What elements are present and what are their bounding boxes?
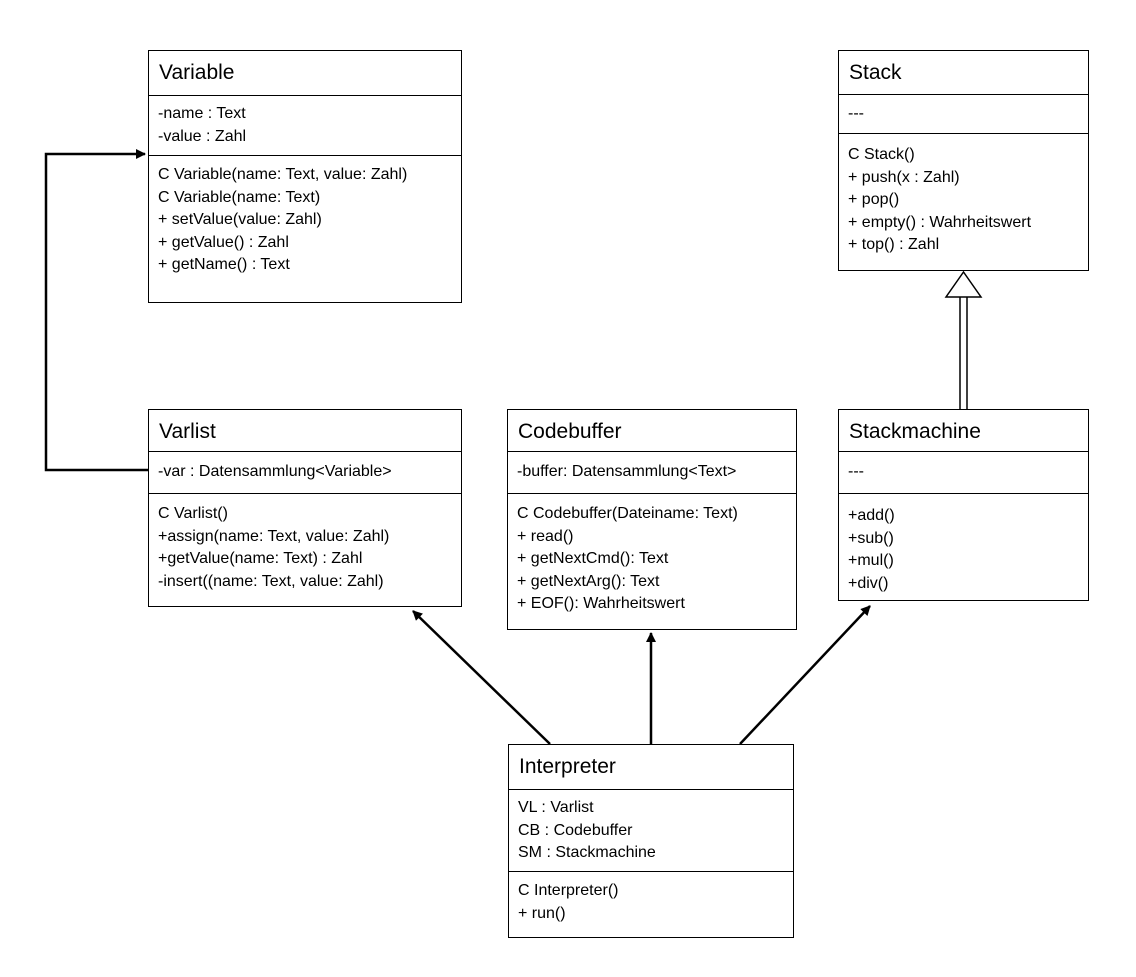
method: +getValue(name: Text) : Zahl: [158, 550, 363, 567]
method: +assign(name: Text, value: Zahl): [158, 527, 390, 545]
class-variable-name: Variable: [149, 51, 461, 96]
attribute: -buffer: Datensammlung<Text>: [517, 463, 737, 480]
method: + getName() : Text: [158, 256, 290, 273]
method: + pop(): [848, 191, 900, 208]
method: + read(): [517, 527, 574, 545]
method: C Varlist(): [158, 505, 228, 522]
method: + setValue(value: Zahl): [158, 211, 322, 228]
class-codebuffer[interactable]: Codebuffer -buffer: Datensammlung<Text> …: [507, 409, 797, 630]
method: + getNextArg(): Text: [517, 572, 660, 590]
class-codebuffer-name: Codebuffer: [508, 410, 796, 452]
method: -insert((name: Text, value: Zahl): [158, 572, 384, 590]
method: +add(): [848, 507, 895, 524]
interpreter-stackmachine-association: [739, 605, 871, 745]
class-interpreter[interactable]: Interpreter VL : Varlist CB : Codebuffer…: [508, 744, 794, 938]
method: + getValue() : Zahl: [158, 233, 289, 251]
class-varlist[interactable]: Varlist -var : Datensammlung<Variable> C…: [148, 409, 462, 607]
class-stack-name: Stack: [839, 51, 1088, 95]
attribute: SM : Stackmachine: [518, 844, 656, 861]
class-stackmachine-name: Stackmachine: [839, 410, 1088, 452]
class-stack-attributes: ---: [839, 95, 1088, 134]
attribute: VL : Varlist: [518, 799, 594, 816]
attribute: -value : Zahl: [158, 127, 247, 145]
class-variable-methods: C Variable(name: Text, value: Zahl) C Va…: [149, 156, 461, 277]
method: +mul(): [848, 552, 894, 569]
class-codebuffer-attributes: -buffer: Datensammlung<Text>: [508, 452, 796, 494]
attribute: ---: [848, 105, 864, 122]
method: +div(): [848, 574, 889, 592]
class-varlist-name: Varlist: [149, 410, 461, 452]
method: C Stack(): [848, 146, 915, 163]
class-variable-attributes: -name : Text -value : Zahl: [149, 96, 461, 156]
method: C Interpreter(): [518, 882, 619, 899]
class-variable[interactable]: Variable -name : Text -value : Zahl C Va…: [148, 50, 462, 303]
method: + push(x : Zahl): [848, 168, 960, 186]
attribute: CB : Codebuffer: [518, 821, 633, 839]
class-stackmachine-attributes: ---: [839, 452, 1088, 494]
method: C Variable(name: Text, value: Zahl): [158, 166, 408, 183]
class-interpreter-name: Interpreter: [509, 745, 793, 790]
class-stackmachine[interactable]: Stackmachine --- +add() +sub() +mul() +d…: [838, 409, 1089, 601]
attribute: -name : Text: [158, 105, 246, 122]
method: + getNextCmd(): Text: [517, 550, 669, 567]
class-interpreter-methods: C Interpreter() + run(): [509, 872, 793, 925]
method: C Codebuffer(Dateiname: Text): [517, 505, 738, 522]
method: +sub(): [848, 529, 894, 547]
method: + EOF(): Wahrheitswert: [517, 595, 685, 612]
class-varlist-attributes: -var : Datensammlung<Variable>: [149, 452, 461, 494]
class-stackmachine-methods: +add() +sub() +mul() +div(): [839, 494, 1088, 595]
varlist-variable-association: [44, 149, 148, 472]
method: + run(): [518, 904, 566, 922]
class-varlist-methods: C Varlist() +assign(name: Text, value: Z…: [149, 494, 461, 593]
class-codebuffer-methods: C Codebuffer(Dateiname: Text) + read() +…: [508, 494, 796, 616]
interpreter-varlist-association: [412, 610, 551, 745]
attribute: ---: [848, 463, 864, 480]
class-stack[interactable]: Stack --- C Stack() + push(x : Zahl) + p…: [838, 50, 1089, 271]
stackmachine-stack-inheritance: [944, 270, 983, 409]
class-stack-methods: C Stack() + push(x : Zahl) + pop() + emp…: [839, 134, 1088, 257]
method: C Variable(name: Text): [158, 188, 321, 206]
attribute: -var : Datensammlung<Variable>: [158, 463, 392, 480]
method: + empty() : Wahrheitswert: [848, 213, 1032, 231]
method: + top() : Zahl: [848, 236, 940, 253]
class-interpreter-attributes: VL : Varlist CB : Codebuffer SM : Stackm…: [509, 790, 793, 872]
